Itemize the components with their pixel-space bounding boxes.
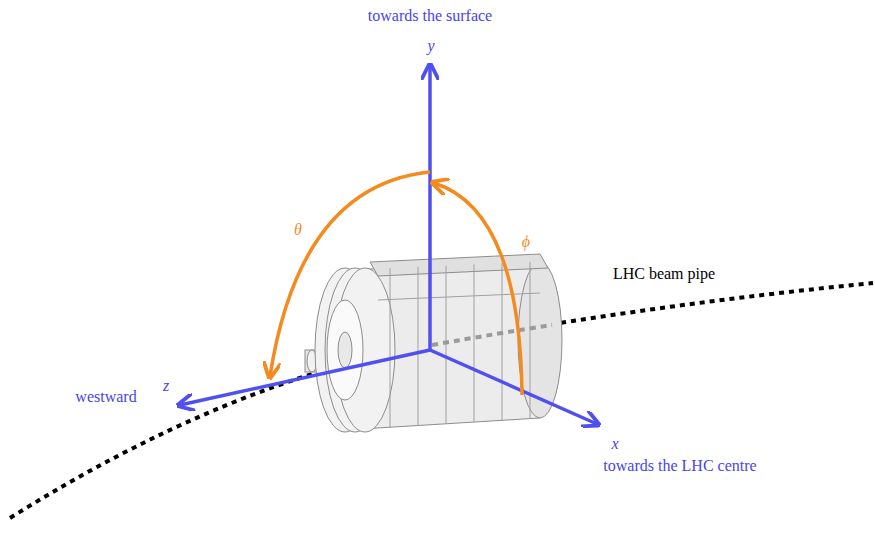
- muon-chambers-top: [370, 254, 548, 276]
- z-axis: [180, 350, 430, 405]
- barrel-segment: [502, 263, 503, 420]
- barrel-segment: [474, 264, 475, 422]
- axis-name: y: [427, 37, 434, 55]
- angle-name: θ: [294, 221, 302, 239]
- axis-note: towards the surface: [368, 7, 492, 25]
- endcap-disk: [335, 268, 395, 432]
- phi-arc: [434, 183, 522, 395]
- barrel-segment: [446, 266, 447, 424]
- barrel-segment: [390, 268, 391, 428]
- endcap-right: [518, 262, 562, 418]
- beam-pipe-hidden: [432, 325, 552, 345]
- axis-name: x: [611, 435, 618, 453]
- endcap-ring: [327, 300, 363, 400]
- x-axis: [430, 350, 597, 424]
- axis-note: westward: [75, 388, 136, 406]
- barrel-seam: [378, 293, 540, 300]
- barrel-segment: [418, 267, 419, 426]
- angle-name: ϕ: [522, 233, 530, 251]
- theta-arc: [270, 172, 430, 376]
- endcap-hub: [338, 332, 352, 368]
- axis-name: z: [163, 377, 169, 395]
- cms-detector: [305, 254, 562, 432]
- axis-note: towards the LHC centre: [603, 457, 756, 475]
- y-axis: [428, 66, 432, 350]
- part-name: LHC beam pipe: [613, 265, 715, 283]
